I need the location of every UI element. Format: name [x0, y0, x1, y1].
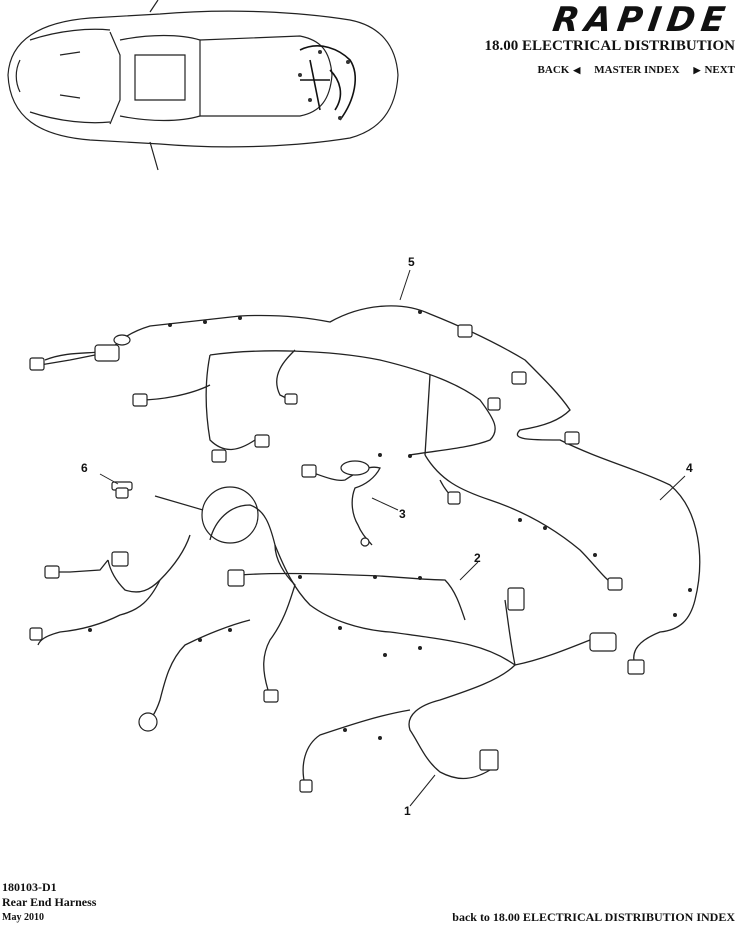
- next-label: NEXT: [704, 64, 735, 76]
- back-label: BACK: [537, 64, 570, 76]
- bolt-part-6: [111, 481, 133, 499]
- callout-5: 5: [408, 255, 415, 269]
- back-link[interactable]: BACK ◀: [538, 64, 581, 76]
- harness-wires: [37, 305, 701, 786]
- master-index-label: MASTER INDEX: [594, 64, 680, 76]
- rapide-logo: RAPIDE: [550, 0, 734, 40]
- publication-date: May 2010: [2, 912, 44, 923]
- triangle-right-icon: ▶: [693, 64, 701, 75]
- navigation-bar: BACK ◀ MASTER INDEX ▶ NEXT: [538, 64, 735, 76]
- callout-1: 1: [404, 804, 411, 818]
- section-title: 18.00 ELECTRICAL DISTRIBUTION: [484, 38, 735, 54]
- callout-leaders: [99, 269, 686, 807]
- callout-4: 4: [686, 461, 693, 475]
- harness-clips: [88, 310, 692, 740]
- master-index-link[interactable]: MASTER INDEX: [594, 64, 679, 76]
- detail-magnifier: [154, 486, 259, 544]
- callout-6: 6: [81, 461, 88, 475]
- callout-3: 3: [399, 507, 406, 521]
- back-to-index-link[interactable]: back to 18.00 ELECTRICAL DISTRIBUTION IN…: [452, 910, 735, 924]
- connectors: [29, 324, 645, 793]
- car-overview-illustration: [7, 0, 399, 171]
- part-info: 180103-D1 Rear End Harness May 2010: [2, 880, 96, 925]
- next-link[interactable]: ▶ NEXT: [694, 64, 735, 76]
- callout-2: 2: [474, 551, 481, 565]
- rear-end-harness-diagram: 5 4 3 2 1 6: [29, 255, 701, 818]
- part-name: Rear End Harness: [2, 895, 97, 909]
- triangle-left-icon: ◀: [573, 64, 581, 75]
- part-code: 180103-D1: [2, 880, 57, 894]
